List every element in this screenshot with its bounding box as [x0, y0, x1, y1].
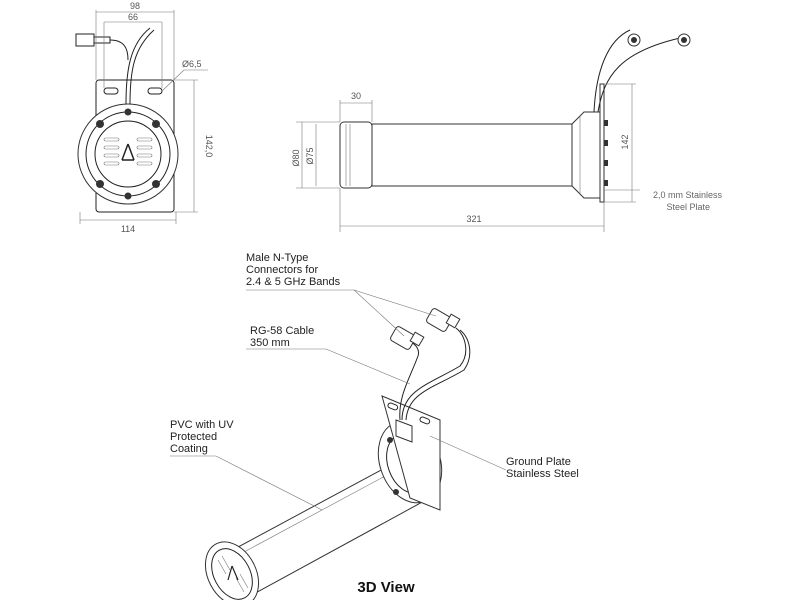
cable-label-line1: RG-58 Cable — [250, 325, 314, 337]
iso-end-cap — [204, 541, 260, 600]
front-slot-right — [147, 87, 163, 95]
front-dim-height: 142,0 — [204, 135, 214, 158]
iso-connector-a — [426, 308, 461, 332]
iso-cable-gland — [395, 419, 413, 443]
front-cable — [125, 27, 151, 105]
leader-lines — [170, 289, 507, 511]
iso-cable — [405, 329, 471, 421]
front-dim-hole-spacing: 66 — [128, 12, 138, 22]
side-dim-outer-diameter: Ø80 — [291, 149, 301, 166]
connectors-label-line3: 2.4 & 5 GHz Bands — [246, 276, 341, 288]
side-dim-inner-diameter: Ø75 — [305, 147, 315, 164]
side-dim-plate-height: 142 — [620, 134, 630, 149]
front-logo-mark — [121, 143, 135, 161]
side-dim-cap-length: 30 — [351, 91, 361, 101]
front-dim-width-bottom: 114 — [121, 224, 135, 234]
side-view: 30 Ø80 Ø75 142 321 2,0 mm Stainless Stee… — [291, 29, 723, 232]
connectors-label-line2: Connectors for — [246, 264, 318, 276]
front-cable — [129, 29, 155, 105]
pvc-label-line1: PVC with UV — [170, 419, 234, 431]
ground-plate-label-line1: Ground Plate — [506, 456, 571, 468]
view-title: 3D View — [357, 579, 415, 596]
isometric-view: Male N-Type Connectors for 2.4 & 5 GHz B… — [170, 252, 579, 600]
iso-cable — [399, 341, 419, 421]
front-bolt — [96, 120, 104, 128]
front-dim-width-top: 98 — [130, 1, 140, 11]
front-slot-left — [103, 87, 119, 95]
side-bolts — [604, 120, 608, 186]
iso-logo-mark — [227, 565, 239, 581]
front-bolt — [96, 180, 104, 188]
front-cable — [109, 39, 129, 61]
side-dimensions — [296, 83, 640, 232]
front-bolt — [152, 120, 160, 128]
front-bolt — [124, 192, 132, 200]
cable-label-line2: 350 mm — [250, 337, 290, 349]
pvc-label-line3: Coating — [170, 443, 208, 455]
front-view: 98 66 Ø6,5 142,0 114 — [75, 1, 214, 234]
iso-cable — [401, 327, 467, 421]
front-connector — [75, 33, 95, 47]
front-connector-nut — [93, 36, 111, 44]
plate-note-line1: 2,0 mm Stainless — [653, 190, 723, 200]
side-cable — [597, 37, 681, 113]
connectors-label-line1: Male N-Type — [246, 252, 308, 264]
side-dim-total-length: 321 — [466, 214, 481, 224]
front-dimensions — [79, 10, 208, 224]
ground-plate-label-line2: Stainless Steel — [506, 468, 579, 480]
side-cable — [593, 29, 631, 113]
front-vent-grille — [103, 137, 153, 166]
iso-vent-grille — [217, 555, 249, 593]
front-bolt — [152, 180, 160, 188]
front-dim-hole-diameter: Ø6,5 — [182, 59, 202, 69]
iso-connector-b — [390, 326, 425, 350]
side-flange — [571, 111, 601, 199]
side-end-cap — [339, 121, 373, 189]
pvc-label-line2: Protected — [170, 431, 217, 443]
front-bolt — [124, 108, 132, 116]
plate-note-line2: Steel Plate — [666, 202, 710, 212]
side-tube — [371, 123, 573, 187]
front-flange-outer — [77, 103, 179, 205]
front-cap-ring — [94, 120, 162, 188]
